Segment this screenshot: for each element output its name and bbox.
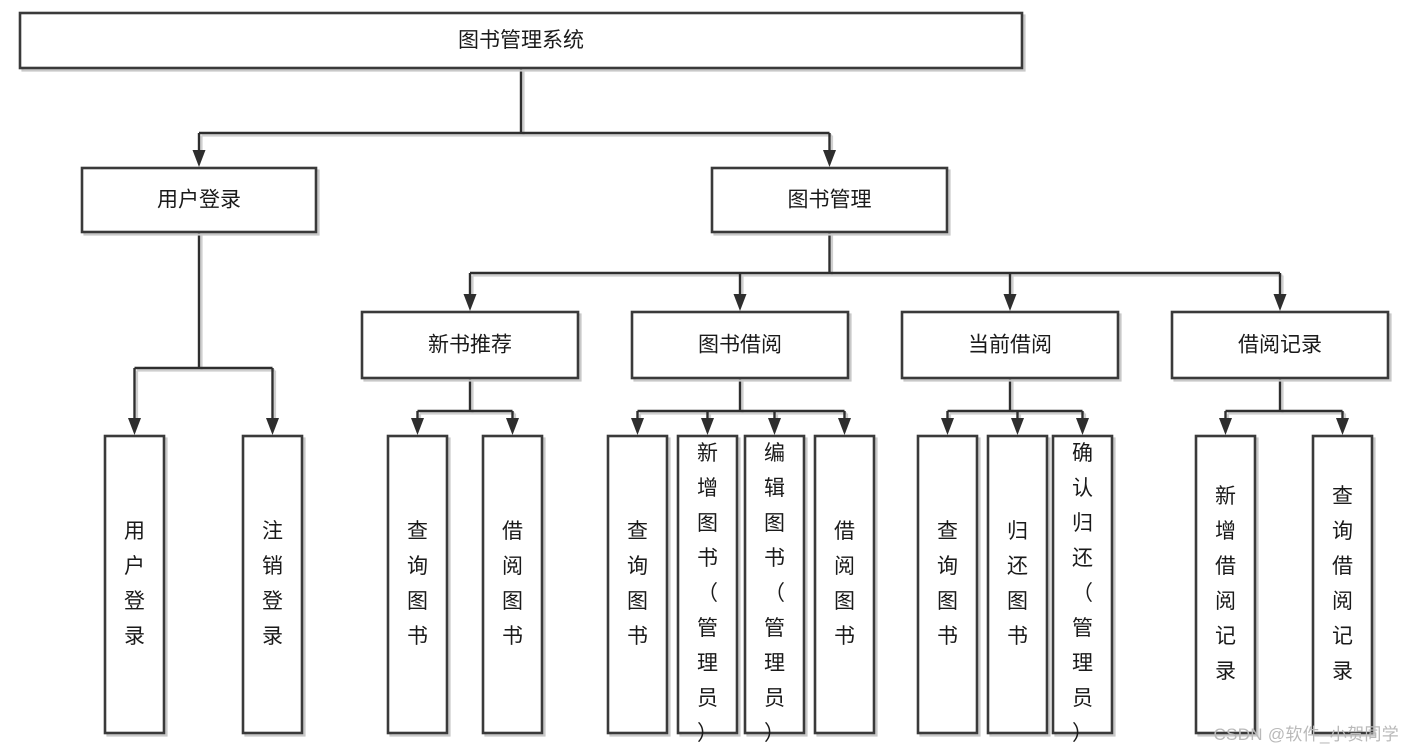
node-new-book-recommend[interactable]: 新书推荐 <box>360 310 582 382</box>
node-box <box>80 166 318 234</box>
node-box <box>1051 434 1114 735</box>
node-leaf-query-record[interactable]: 查询借阅记录 <box>1311 434 1376 737</box>
node-current-borrow[interactable]: 当前借阅 <box>900 310 1122 382</box>
node-leaf-add-record[interactable]: 新增借阅记录 <box>1194 434 1259 737</box>
node-label: 归还图书 <box>1007 520 1028 648</box>
node-leaf-query-book-3[interactable]: 查询图书 <box>916 434 981 737</box>
node-box <box>710 166 949 234</box>
node-box <box>606 434 669 735</box>
node-box <box>630 310 850 380</box>
node-box <box>676 434 739 735</box>
node-label: 查询图书 <box>937 520 958 648</box>
node-label: 确认归还（管理员） <box>1072 442 1093 745</box>
arrow-head <box>506 418 519 435</box>
node-label: 用户登录 <box>157 189 241 212</box>
node-label: 借阅图书 <box>834 520 855 648</box>
arrow-head <box>1219 418 1232 435</box>
node-leaf-query-book-2[interactable]: 查询图书 <box>606 434 671 737</box>
arrow-head <box>941 418 954 435</box>
node-leaf-return-book[interactable]: 归还图书 <box>986 434 1051 737</box>
arrow-head <box>1273 294 1287 311</box>
arrow-head <box>768 418 781 435</box>
node-label: 注销登录 <box>262 520 283 648</box>
node-label: 图书借阅 <box>698 334 782 357</box>
node-label: 用户登录 <box>124 520 145 648</box>
node-user-login[interactable]: 用户登录 <box>80 166 320 236</box>
node-book-borrow[interactable]: 图书借阅 <box>630 310 852 382</box>
node-label: 当前借阅 <box>968 334 1052 357</box>
node-label: 借阅图书 <box>502 520 523 648</box>
node-leaf-logout[interactable]: 注销登录 <box>241 434 306 737</box>
arrow-head <box>733 294 747 311</box>
arrow-head <box>463 294 477 311</box>
node-label: 编辑图书（管理员） <box>764 442 785 745</box>
node-label: 新书推荐 <box>428 334 512 357</box>
node-label: 查询借阅记录 <box>1332 485 1353 683</box>
node-box <box>18 11 1024 70</box>
node-leaf-add-book[interactable]: 新增图书（管理员） <box>676 434 741 745</box>
arrow-head <box>1076 418 1089 435</box>
arrow-head <box>701 418 714 435</box>
node-box <box>813 434 876 735</box>
arrow-head <box>411 418 424 435</box>
node-box <box>900 310 1120 380</box>
node-borrow-record[interactable]: 借阅记录 <box>1170 310 1392 382</box>
node-leaf-edit-book[interactable]: 编辑图书（管理员） <box>743 434 808 745</box>
node-label: 图书管理 <box>788 189 872 212</box>
arrow-head <box>631 418 644 435</box>
arrow-head <box>1336 418 1349 435</box>
node-box <box>1170 310 1390 380</box>
connector-layer <box>128 68 1349 435</box>
node-box <box>241 434 304 735</box>
arrow-head <box>838 418 851 435</box>
arrow-head <box>128 418 141 435</box>
node-box <box>103 434 166 735</box>
node-leaf-borrow-book-1[interactable]: 借阅图书 <box>481 434 546 737</box>
arrow-head <box>1011 418 1024 435</box>
node-label: 借阅记录 <box>1238 334 1322 357</box>
node-system-root[interactable]: 图书管理系统 <box>18 11 1026 72</box>
node-leaf-confirm-return[interactable]: 确认归还（管理员） <box>1051 434 1116 745</box>
node-box <box>986 434 1049 735</box>
arrow-head <box>192 150 206 167</box>
node-label: 查询图书 <box>407 520 428 648</box>
arrow-head <box>823 150 836 167</box>
node-box <box>386 434 449 735</box>
node-box <box>1311 434 1374 735</box>
node-leaf-user-login[interactable]: 用户登录 <box>103 434 168 737</box>
node-leaf-query-book-1[interactable]: 查询图书 <box>386 434 451 737</box>
node-label: 查询图书 <box>627 520 648 648</box>
node-leaf-borrow-book-2[interactable]: 借阅图书 <box>813 434 878 737</box>
node-label: 新增借阅记录 <box>1215 485 1236 683</box>
node-box <box>916 434 979 735</box>
node-label: 图书管理系统 <box>458 29 584 52</box>
arrow-head <box>266 418 279 435</box>
node-book-manage[interactable]: 图书管理 <box>710 166 951 236</box>
csdn-watermark: CSDN @软件_小贺同学 <box>1213 725 1399 744</box>
arrow-head <box>1003 294 1017 311</box>
node-label: 新增图书（管理员） <box>697 442 718 745</box>
node-box <box>481 434 544 735</box>
node-box <box>743 434 806 735</box>
node-box <box>360 310 580 380</box>
node-box <box>1194 434 1257 735</box>
node-layer: 图书管理系统用户登录图书管理新书推荐图书借阅当前借阅借阅记录用户登录注销登录查询… <box>18 11 1392 745</box>
